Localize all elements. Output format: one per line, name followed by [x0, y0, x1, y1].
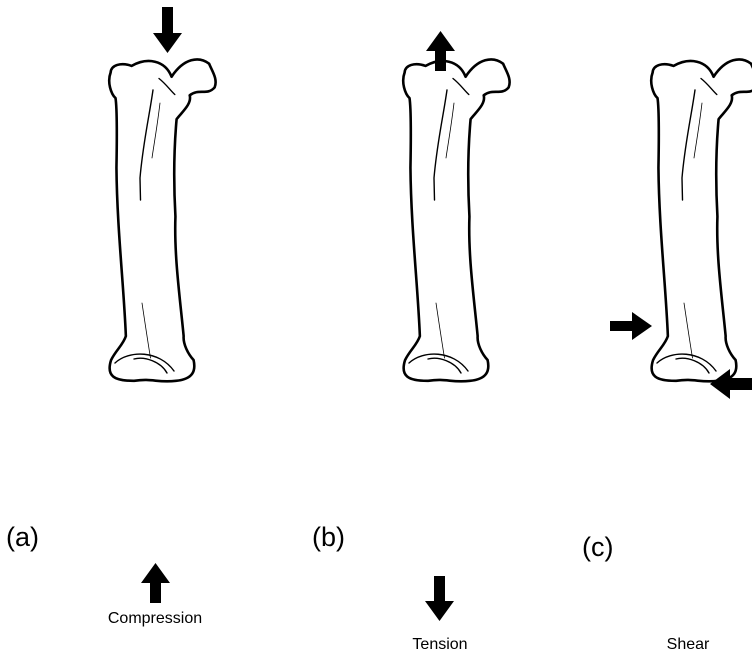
panel-b: (b) Tension — [312, 31, 510, 653]
femur-bone-icon — [403, 59, 509, 381]
arrow-right-icon — [610, 312, 652, 340]
panel-c-label: (c) — [582, 532, 613, 562]
panel-a-caption: Compression — [108, 610, 202, 627]
panel-c: (c) Shear — [582, 59, 752, 653]
panel-b-label: (b) — [312, 522, 345, 552]
panel-b-caption: Tension — [412, 636, 467, 653]
femur-bone-icon — [109, 59, 215, 381]
panel-a-label: (a) — [6, 522, 39, 552]
panel-a: (a) Compression — [6, 7, 216, 627]
arrow-down-icon — [425, 576, 454, 621]
arrow-up-icon — [141, 563, 170, 603]
panel-c-caption: Shear — [667, 636, 710, 653]
femur-bone-icon — [651, 59, 752, 381]
arrow-down-icon — [153, 7, 182, 53]
